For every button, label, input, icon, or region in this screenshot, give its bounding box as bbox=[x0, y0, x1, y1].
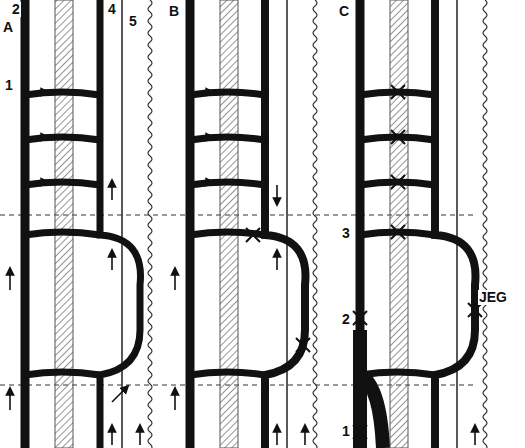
callout-number: 1 bbox=[4, 78, 14, 93]
callout-number: 4 bbox=[107, 2, 117, 17]
perforator-vein bbox=[25, 232, 100, 235]
skin-line bbox=[313, 0, 317, 448]
flow-arrow bbox=[304, 425, 306, 445]
ligation-mark bbox=[391, 85, 405, 99]
deep-vein bbox=[186, 0, 195, 448]
flow-arrow bbox=[174, 268, 176, 290]
ligation-mark bbox=[296, 338, 310, 352]
skin-line bbox=[483, 0, 487, 448]
perforator-vein bbox=[25, 182, 100, 185]
callout-number: 2 bbox=[11, 2, 21, 17]
ligation-mark bbox=[391, 175, 405, 189]
perforator-vein bbox=[25, 137, 100, 140]
flow-arrow bbox=[111, 250, 113, 270]
ligation-mark bbox=[353, 311, 367, 325]
ligation-mark bbox=[391, 130, 405, 144]
perforator-vein bbox=[360, 372, 435, 375]
flow-arrow bbox=[112, 386, 128, 402]
fascia-line bbox=[286, 0, 288, 448]
author-initials: JEG bbox=[478, 290, 508, 305]
flow-arrow bbox=[276, 425, 278, 445]
fascia-band bbox=[55, 0, 73, 448]
perforator-vein bbox=[190, 137, 265, 140]
flow-arrow bbox=[197, 136, 213, 138]
perforator-vein bbox=[190, 182, 265, 185]
panel-letter: B bbox=[168, 4, 180, 19]
flow-arrow bbox=[174, 388, 176, 410]
flow-arrow bbox=[111, 425, 113, 445]
panel-letter: C bbox=[338, 4, 350, 19]
flow-arrow bbox=[9, 388, 11, 410]
flow-arrow bbox=[111, 180, 113, 200]
ligation-mark bbox=[353, 425, 367, 439]
ligation-mark bbox=[391, 225, 405, 239]
ligation-mark bbox=[468, 303, 482, 317]
fascia-line bbox=[456, 0, 458, 448]
perforator-vein bbox=[190, 372, 265, 375]
flow-arrow bbox=[197, 181, 213, 183]
skin-line bbox=[148, 0, 152, 448]
callout-number: 1 bbox=[341, 424, 351, 439]
dilated-deep-vein bbox=[360, 330, 383, 448]
perforator-vein bbox=[25, 372, 100, 375]
superficial-vein bbox=[435, 0, 476, 448]
flow-arrow bbox=[276, 185, 278, 205]
flow-arrow bbox=[9, 268, 11, 290]
panel-letter: A bbox=[2, 20, 14, 35]
ligation-mark bbox=[246, 228, 260, 242]
flow-arrow bbox=[197, 91, 213, 93]
perforator-vein bbox=[25, 92, 100, 95]
callout-number: 5 bbox=[128, 14, 138, 29]
fascia-line bbox=[121, 0, 123, 448]
callout-number: 2 bbox=[341, 312, 351, 327]
fascia-band bbox=[220, 0, 238, 448]
flow-arrow bbox=[32, 91, 48, 93]
deep-vein bbox=[21, 0, 30, 448]
flow-arrow bbox=[32, 136, 48, 138]
superficial-vein bbox=[100, 0, 141, 448]
flow-arrow bbox=[32, 181, 48, 183]
flow-arrow bbox=[474, 425, 476, 445]
callout-number: 3 bbox=[341, 226, 351, 241]
flow-arrow bbox=[139, 425, 141, 445]
flow-arrow bbox=[276, 250, 278, 270]
fascia-band bbox=[390, 0, 408, 448]
perforator-vein bbox=[190, 92, 265, 95]
superficial-vein bbox=[265, 0, 306, 448]
